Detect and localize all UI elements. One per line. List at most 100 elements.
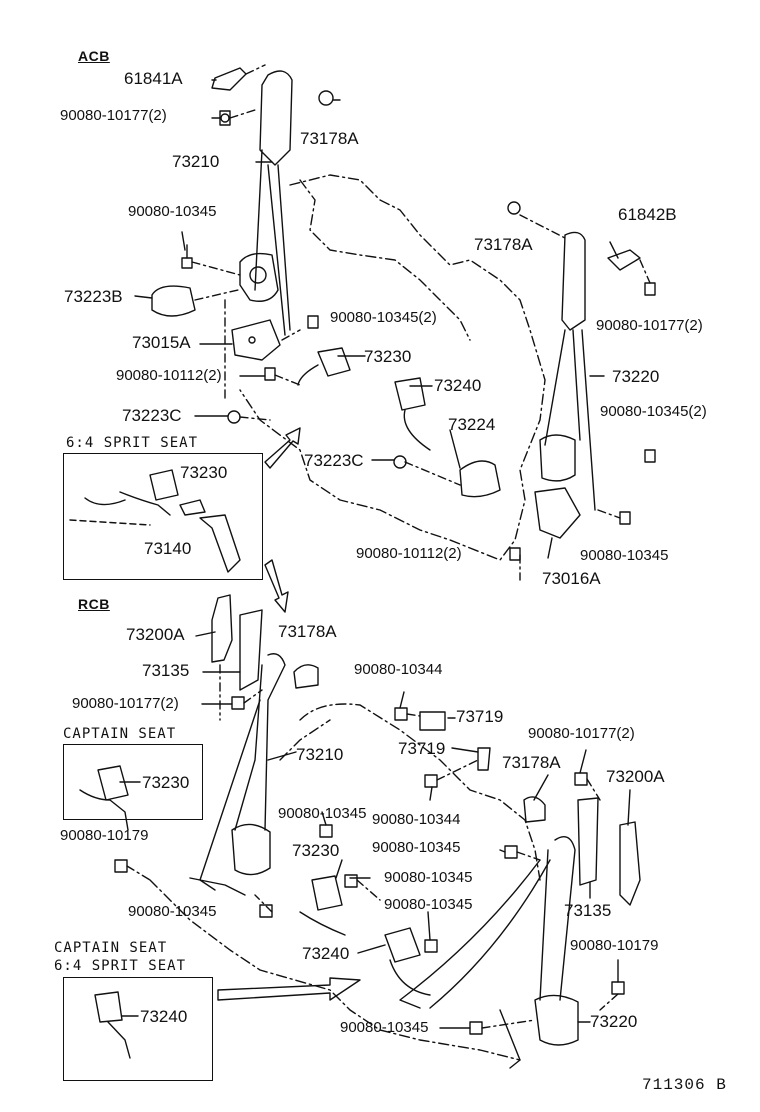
belt-73210-strap-b [277, 164, 291, 331]
acb-seat-back [299, 179, 471, 341]
label-90080-10345-2-b: 90080-10345(2) [600, 403, 707, 420]
buckle-anchor-73016A [534, 487, 581, 539]
arrow-middle [264, 559, 289, 613]
bolt-90080-10345-b [307, 315, 319, 329]
label-90080-10345-g: 90080-10345 [128, 903, 217, 920]
label-90080-10345-2-a: 90080-10345(2) [330, 309, 437, 326]
bolt-90080-10177-c [231, 696, 245, 710]
label-73210-a: 73210 [172, 152, 220, 171]
bolt-90080-10112-a [264, 367, 276, 381]
belt-73220-upper [561, 231, 586, 331]
bolt-90080-10179-b [611, 981, 625, 995]
clip-73223C-a [227, 410, 241, 424]
label-73015A: 73015A [132, 333, 191, 352]
label-73230-b: 73230 [292, 841, 340, 860]
bolt-90080-10345-j [504, 845, 518, 859]
reference-code: 711306 B [642, 1076, 727, 1094]
retractor-73210 [239, 252, 279, 302]
label-73210-b: 73210 [296, 745, 344, 764]
anchor-61841A [211, 67, 247, 91]
label-73135-a: 73135 [142, 661, 190, 680]
label-73220-a: 73220 [612, 367, 660, 386]
belt-73220-strap-a [544, 329, 566, 446]
inset-captain-split-title-2: 6:4 SPRIT SEAT [54, 958, 187, 974]
bolt-90080-10345-i [469, 1021, 483, 1035]
label-73240-b: 73240 [302, 944, 350, 963]
inset-captain-seat-box [63, 744, 203, 820]
label-90080-10177-d: 90080-10177(2) [528, 725, 635, 742]
label-73240-captain-split: 73240 [140, 1007, 188, 1026]
label-90080-10345-b: 90080-10345 [580, 547, 669, 564]
label-61841A: 61841A [124, 69, 183, 88]
label-73223C-a: 73223C [122, 406, 182, 425]
inset-captain-buckle [97, 765, 129, 801]
label-61842B: 61842B [618, 205, 677, 224]
retractor-73220 [539, 434, 576, 482]
label-90080-10345-e: 90080-10345 [384, 869, 473, 886]
label-73719-b: 73719 [398, 739, 446, 758]
buckle-73240-lower [384, 927, 421, 963]
inset-split-seat-parts [69, 469, 241, 573]
bolt-90080-10177-a [219, 110, 231, 126]
label-73230-a: 73230 [364, 347, 412, 366]
label-73240-a: 73240 [434, 376, 482, 395]
inset-captain-seat-title: CAPTAIN SEAT [63, 726, 177, 742]
belt-73210-lower-a [264, 653, 286, 831]
belt-73210-strap-c [267, 164, 286, 336]
retractor-73220-lower [534, 994, 579, 1046]
label-73230-captain: 73230 [142, 773, 190, 792]
label-73223B: 73223B [64, 287, 123, 306]
clip-73223C-b [393, 455, 407, 469]
label-73200A-b: 73200A [606, 767, 665, 786]
belt-73210-lower-b [234, 664, 263, 831]
belt-guide-73200A-left [211, 594, 233, 663]
cover-73224 [459, 460, 501, 498]
label-90080-10177-a: 90080-10177(2) [60, 107, 167, 124]
cap-73178A-top [318, 90, 334, 106]
bolt-90080-10112-b [509, 547, 521, 561]
label-73200A-a: 73200A [126, 625, 185, 644]
arrow-upper [264, 427, 301, 469]
trim-73135-left [239, 609, 263, 691]
label-90080-10344-a: 90080-10344 [354, 661, 443, 678]
belt-73210-upper [259, 70, 293, 166]
section-tag-acb: ACB [78, 48, 110, 64]
belt-guide-73200A-right [619, 821, 641, 906]
label-73223C-b: 73223C [304, 451, 364, 470]
label-73178A-a: 73178A [300, 129, 359, 148]
bolt-90080-10344-a [394, 707, 408, 721]
label-90080-10345-h: 90080-10345 [340, 1019, 429, 1036]
buckle-73240-a [394, 377, 426, 411]
belt-73210-strap-a [254, 149, 263, 291]
buckle-anchor-73015A [231, 319, 281, 361]
cap-73178A-lower [293, 664, 319, 689]
inset-captain-split-buckle [94, 991, 123, 1023]
label-73140: 73140 [144, 539, 192, 558]
inset-split-seat-title: 6:4 SPRIT SEAT [66, 435, 199, 451]
arrow-lower [217, 977, 361, 1001]
bolt-90080-10345-c [644, 449, 656, 463]
cap-73178A-lower-right [523, 796, 546, 823]
bolt-90080-10345-a [181, 244, 193, 269]
label-90080-10345-f: 90080-10345 [384, 896, 473, 913]
label-90080-10177-c: 90080-10177(2) [72, 695, 179, 712]
section-tag-rcb: RCB [78, 596, 110, 612]
bolt-90080-10177-b [644, 282, 656, 296]
label-90080-10177-b: 90080-10177(2) [596, 317, 703, 334]
bolt-90080-10177-d [574, 772, 588, 786]
inset-split-seat-box [63, 453, 263, 580]
label-73178A-d: 73178A [502, 753, 561, 772]
label-90080-10345-c: 90080-10345 [278, 805, 367, 822]
label-90080-10345-a: 90080-10345 [128, 203, 217, 220]
label-90080-10179-a: 90080-10179 [60, 827, 149, 844]
bracket-73719-b [477, 747, 491, 771]
bolt-90080-10345-d [619, 511, 631, 525]
bolt-90080-10344-b [424, 774, 438, 788]
label-73135-b: 73135 [564, 901, 612, 920]
belt-73220-strap-c [572, 329, 581, 441]
label-90080-10344-b: 90080-10344 [372, 811, 461, 828]
buckle-73230-a [317, 347, 351, 377]
cover-73223B [151, 285, 196, 317]
bolt-90080-10179-a [114, 859, 128, 873]
label-90080-10112-a: 90080-10112(2) [116, 367, 222, 384]
